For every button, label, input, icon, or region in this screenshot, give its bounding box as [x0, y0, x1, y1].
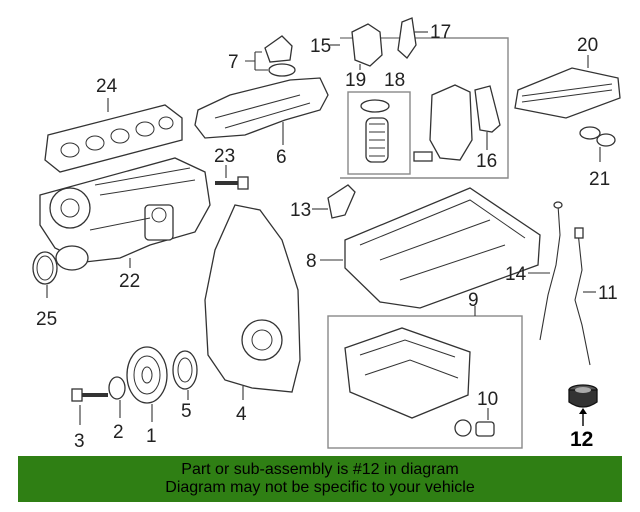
- bolt-23: [215, 176, 249, 190]
- cooler-seals: [579, 126, 616, 147]
- engine-cover: [194, 77, 329, 139]
- filter-o-ring: [360, 99, 390, 113]
- callout-24: 24: [96, 76, 118, 97]
- banner-line-1: Part or sub-assembly is #12 in diagram: [181, 461, 459, 478]
- filler-cap: [264, 35, 293, 63]
- timing-cover: [204, 204, 301, 393]
- pulley-washer: [108, 376, 126, 400]
- callout-8: 8: [306, 251, 317, 272]
- leader-7: [245, 51, 268, 71]
- dipstick: [539, 204, 561, 341]
- callout-21: 21: [589, 169, 610, 190]
- callout-16: 16: [476, 151, 497, 172]
- callout-7: 7: [228, 52, 239, 73]
- crankshaft-pulley: [126, 346, 168, 404]
- callout-4: 4: [236, 404, 247, 425]
- upper-oil-pan: [344, 187, 541, 309]
- filter-element-box-18: [347, 91, 411, 175]
- oil-filter-housing: [429, 84, 473, 161]
- callout-15: 15: [310, 36, 331, 57]
- callout-20: 20: [577, 35, 598, 56]
- callout-23: 23: [214, 146, 235, 167]
- oil-filter-cap: [351, 23, 383, 67]
- pan-bracket: [327, 184, 356, 219]
- callout-2: 2: [113, 422, 124, 443]
- callout-1: 1: [146, 426, 157, 447]
- exploded-parts-diagram: 24 22 25 23 7 6 4 5 1: [32, 17, 621, 452]
- callout-17: 17: [430, 22, 451, 43]
- drain-plug: [475, 421, 495, 437]
- callout-3: 3: [74, 431, 85, 452]
- callout-5: 5: [181, 401, 192, 422]
- housing-gasket: [474, 85, 501, 133]
- filter-housing-box-15: [340, 37, 509, 179]
- callout-6: 6: [276, 147, 287, 168]
- front-crank-seal: [172, 350, 198, 390]
- cap-seal: [268, 63, 296, 77]
- lower-oil-pan: [344, 327, 471, 419]
- fitment-notice-banner: Part or sub-assembly is #12 in diagram D…: [18, 456, 622, 502]
- callout-10: 10: [477, 389, 498, 410]
- part-12-oil-filler-cap[interactable]: [568, 384, 598, 408]
- callout-9: 9: [468, 290, 479, 311]
- callout-14: 14: [505, 264, 527, 285]
- pulley-bolt: [71, 388, 108, 402]
- callout-12: 12: [570, 428, 593, 451]
- callout-18: 18: [384, 70, 405, 91]
- filter-bracket: [397, 17, 417, 59]
- callout-25: 25: [36, 309, 57, 330]
- banner-line-2: Diagram may not be specific to your vehi…: [165, 479, 475, 496]
- lower-pan-box-9: [327, 315, 523, 449]
- callout-19: 19: [345, 70, 366, 91]
- intake-manifold-gasket: [44, 104, 183, 173]
- oil-cooler: [514, 67, 621, 119]
- callout-22: 22: [119, 271, 140, 292]
- callout-11: 11: [598, 283, 618, 304]
- callout-13: 13: [290, 200, 311, 221]
- dipstick-tube: [574, 231, 591, 366]
- drain-plug-washer: [454, 419, 472, 437]
- housing-bolt: [413, 151, 433, 162]
- intake-manifold-assembly: [39, 157, 211, 271]
